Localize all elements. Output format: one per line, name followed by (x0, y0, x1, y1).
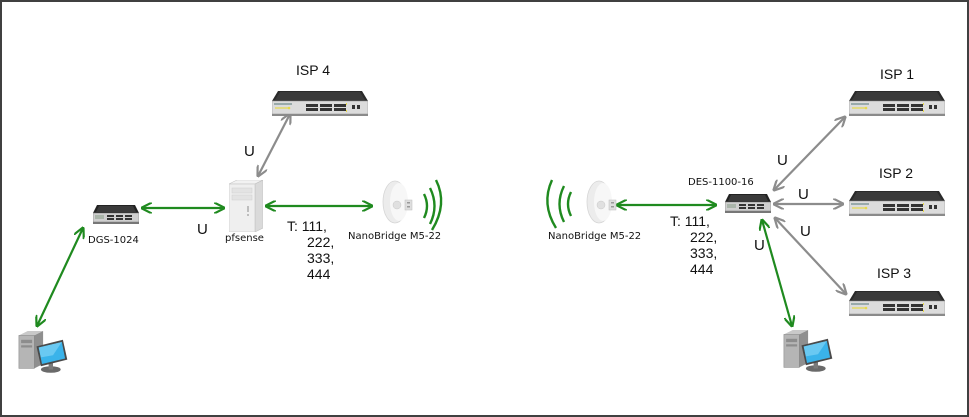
dgs-1024-label: DGS-1024 (88, 235, 139, 246)
trunk-vlan-label-right: T: 111, 222, 333, 444 (670, 213, 718, 277)
u-label-pfsense-isp4: U (244, 143, 255, 160)
radio-waves-right-icon (546, 179, 573, 229)
nanobridge-left-label: NanoBridge M5-22 (348, 231, 442, 242)
nanobridge-left-dish-icon[interactable] (377, 180, 417, 224)
nanobridge-right-dish-icon[interactable] (581, 180, 621, 224)
pfsense-label: pfsense (225, 233, 264, 244)
isp3-label: ISP 3 (877, 265, 911, 281)
pfsense-server-icon[interactable] (229, 180, 263, 232)
link-des-pc (762, 220, 792, 326)
u-label-des-isp3: U (800, 223, 811, 240)
isp1-label: ISP 1 (880, 66, 914, 82)
isp3-switch-icon[interactable] (849, 291, 945, 317)
isp4-label: ISP 4 (296, 62, 330, 78)
desktop-pc-left-icon[interactable] (14, 331, 70, 375)
isp1-switch-icon[interactable] (849, 91, 945, 117)
des-1100-16-switch-icon[interactable] (725, 194, 771, 214)
radio-waves-left-icon (422, 179, 443, 231)
link-des-isp1 (774, 117, 845, 190)
u-label-des-isp1: U (777, 152, 788, 169)
nanobridge-right-label: NanoBridge M5-22 (548, 231, 642, 242)
dgs-1024-switch-icon[interactable] (93, 205, 139, 225)
isp2-label: ISP 2 (879, 165, 913, 181)
isp2-switch-icon[interactable] (849, 191, 945, 217)
link-pfsense-isp4 (258, 114, 290, 176)
desktop-pc-right-icon[interactable] (779, 330, 835, 374)
u-label-des-pc: U (754, 237, 765, 254)
link-dgs-pc (37, 228, 83, 326)
isp4-switch-icon[interactable] (272, 91, 368, 117)
des-1100-16-label: DES-1100-16 (688, 177, 754, 188)
trunk-vlan-label-left: T: 111, 222, 333, 444 (287, 218, 335, 282)
u-label-des-isp2: U (798, 186, 809, 203)
u-label-dgs-pfsense: U (197, 221, 208, 238)
